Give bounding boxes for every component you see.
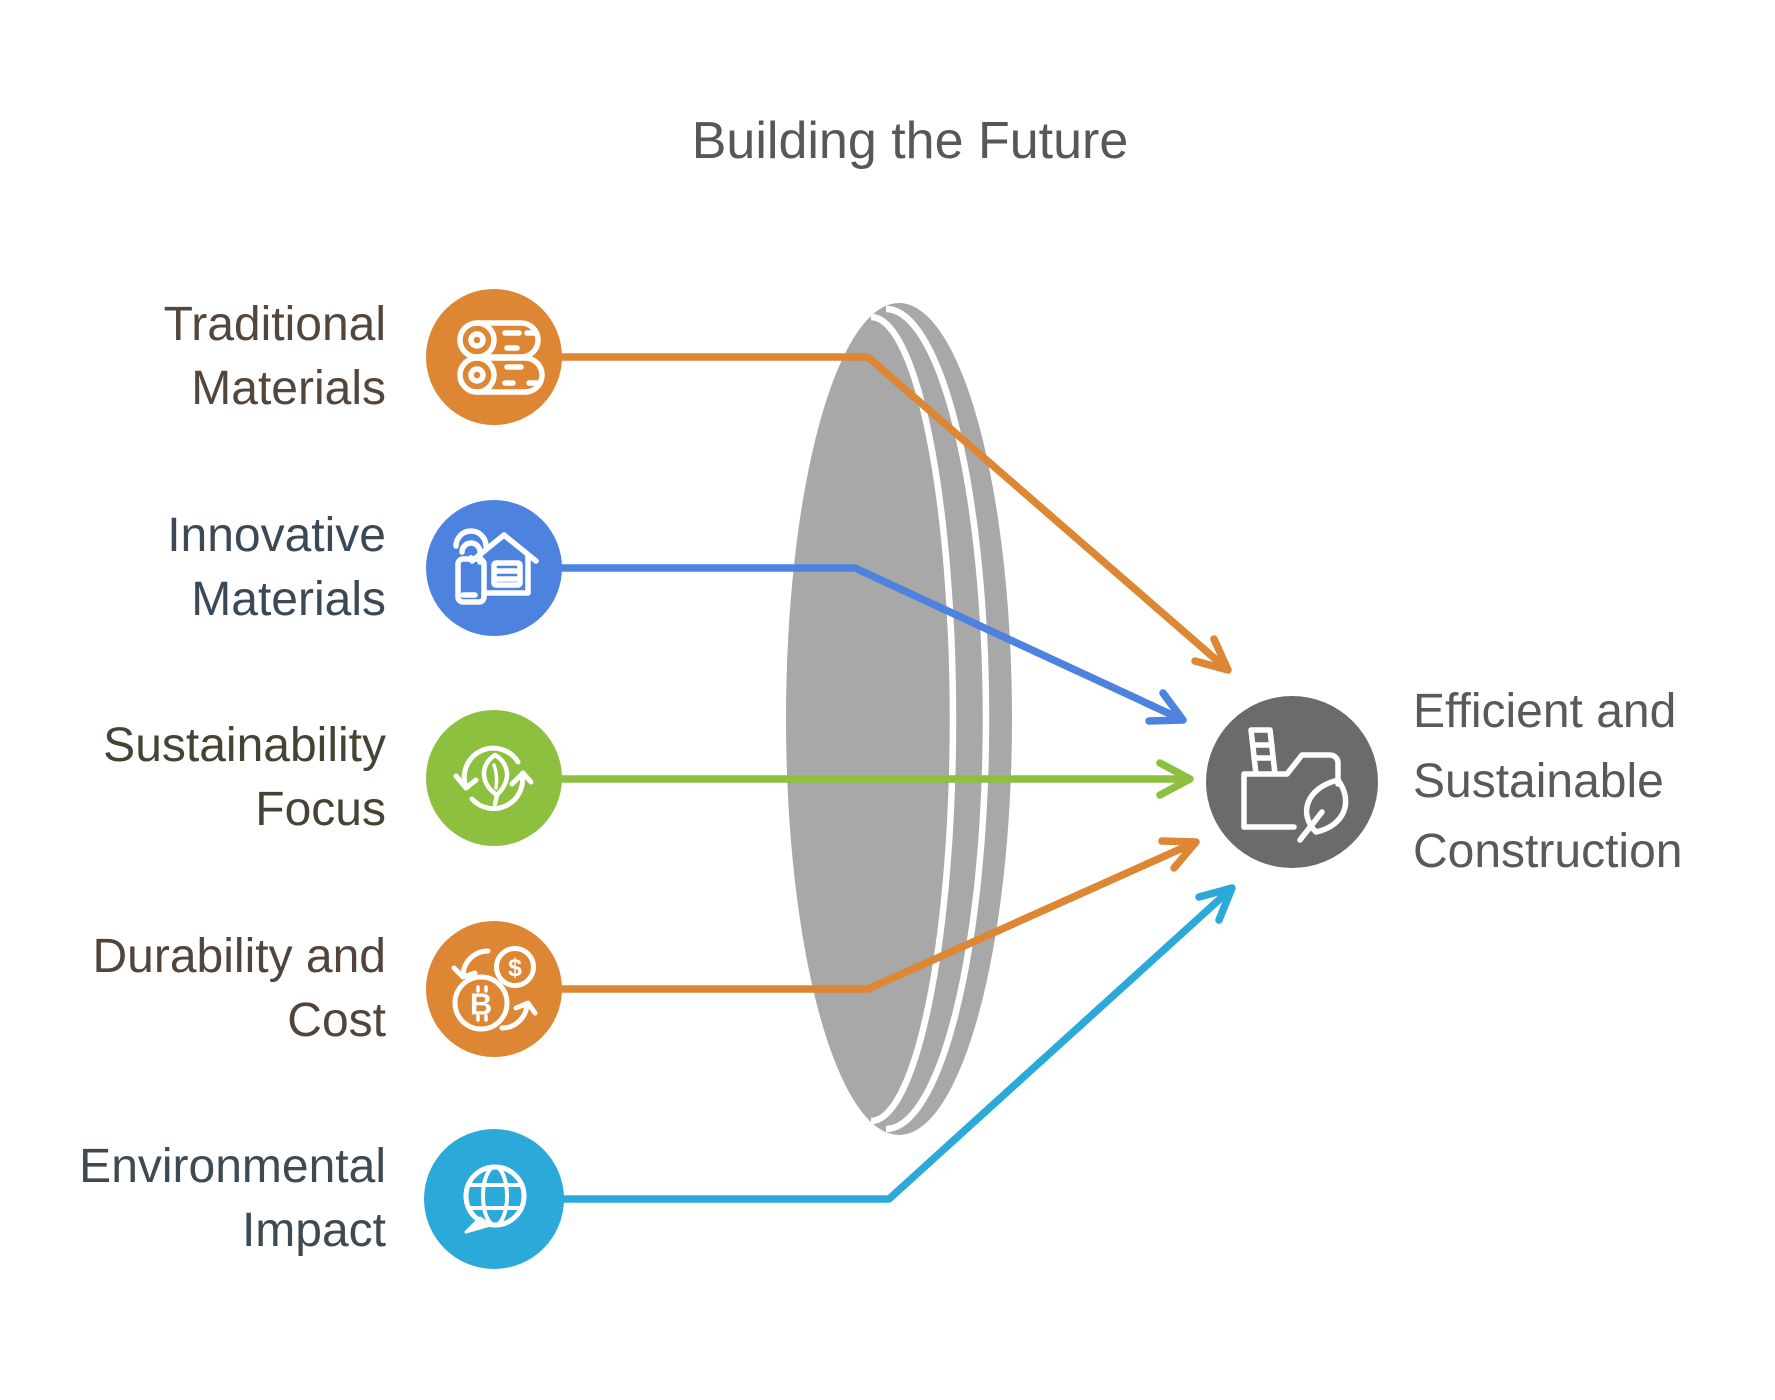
connector-arrows	[558, 353, 1236, 1203]
label-line: Sustainability	[103, 719, 386, 772]
leaf-recycle-icon	[453, 745, 534, 812]
label-line: Cost	[287, 994, 386, 1047]
logs-icon	[457, 320, 545, 395]
label-line: Impact	[241, 1204, 386, 1257]
smart-home-icon	[453, 528, 539, 605]
label-traditional-materials: Traditional Materials	[6, 293, 386, 421]
arrow-traditional-materials	[558, 353, 1232, 674]
label-result: Efficient and Sustainable Construction	[1413, 677, 1753, 887]
lens-stripe	[885, 305, 990, 1133]
label-line: Materials	[191, 362, 386, 415]
globe-chat-icon	[463, 1164, 527, 1234]
label-line: Traditional	[163, 298, 386, 351]
label-sustainability-focus: Sustainability Focus	[6, 714, 386, 842]
arrow-sustainability-focus	[558, 759, 1194, 799]
currency-exchange-icon: $ B	[451, 946, 538, 1032]
lens-stripe	[870, 313, 957, 1125]
node-durability-and-cost: $ B	[426, 921, 562, 1057]
arrow-durability-and-cost	[558, 837, 1200, 993]
dollar-glyph: $	[508, 954, 522, 982]
node-result	[1206, 696, 1378, 868]
node-sustainability-focus	[426, 710, 562, 846]
label-line: Durability and	[92, 930, 386, 983]
page-title: Building the Future	[691, 112, 1129, 170]
node-innovative-materials	[426, 500, 562, 636]
label-line: Environmental	[79, 1140, 386, 1193]
label-line: Construction	[1413, 825, 1683, 878]
label-line: Efficient and	[1413, 685, 1677, 738]
label-environmental-impact: Environmental Impact	[6, 1135, 386, 1263]
label-line: Focus	[255, 783, 386, 836]
node-environmental-impact	[424, 1129, 564, 1269]
label-line: Innovative	[167, 509, 386, 562]
label-durability-and-cost: Durability and Cost	[6, 925, 386, 1053]
bitcoin-glyph: B	[470, 987, 492, 1022]
arrow-innovative-materials	[558, 564, 1187, 725]
label-line: Materials	[191, 573, 386, 626]
label-innovative-materials: Innovative Materials	[6, 504, 386, 632]
arrow-environmental-impact	[558, 884, 1236, 1203]
node-traditional-materials	[426, 289, 562, 425]
converging-lens-shape	[786, 303, 1012, 1135]
factory-leaf-icon	[1241, 727, 1349, 843]
label-line: Sustainable	[1413, 755, 1664, 808]
